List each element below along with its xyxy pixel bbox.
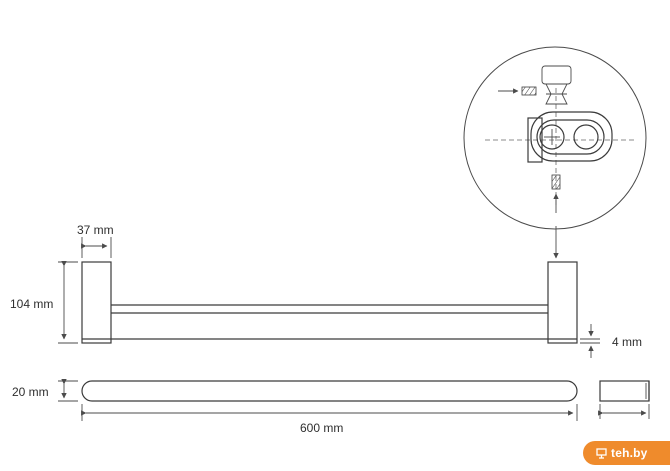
brand-badge[interactable]: teh.by	[583, 441, 670, 465]
height-label: 104 mm	[10, 297, 53, 311]
mount-right	[547, 261, 578, 344]
side-profile-body	[599, 380, 650, 402]
set-screw-horizontal	[498, 86, 537, 96]
set-screw-vertical	[551, 174, 561, 213]
bracket-front	[527, 117, 543, 163]
bracket-hole-small	[573, 124, 599, 150]
mount-left	[81, 261, 112, 344]
dimension-mount-width: 37 mm	[77, 223, 114, 258]
bracket-body	[530, 111, 613, 162]
screw-body-horizontal	[521, 86, 537, 96]
connector-piece	[541, 65, 572, 105]
side-profile	[598, 380, 650, 419]
bar-top-view	[81, 380, 578, 402]
depth-label: 20 mm	[12, 385, 49, 399]
brand-text: teh.by	[611, 446, 648, 460]
monitor-icon	[596, 447, 607, 459]
bracket-hole-large	[539, 124, 565, 150]
top-view	[81, 380, 578, 402]
detail-circle	[463, 46, 647, 230]
dimension-height: 104 mm	[10, 261, 78, 344]
gap-label: 4 mm	[612, 335, 642, 349]
front-view	[81, 261, 578, 344]
detail-view	[463, 46, 647, 230]
screw-body-vertical	[551, 174, 561, 190]
length-label: 600 mm	[300, 421, 343, 435]
dimension-length: 600 mm	[81, 404, 578, 435]
bracket-slot	[536, 119, 605, 155]
dimension-gap: 4 mm	[580, 324, 642, 358]
bracket-plate	[527, 111, 613, 163]
mount-width-label: 37 mm	[77, 223, 114, 237]
dimension-depth: 20 mm	[12, 379, 78, 402]
